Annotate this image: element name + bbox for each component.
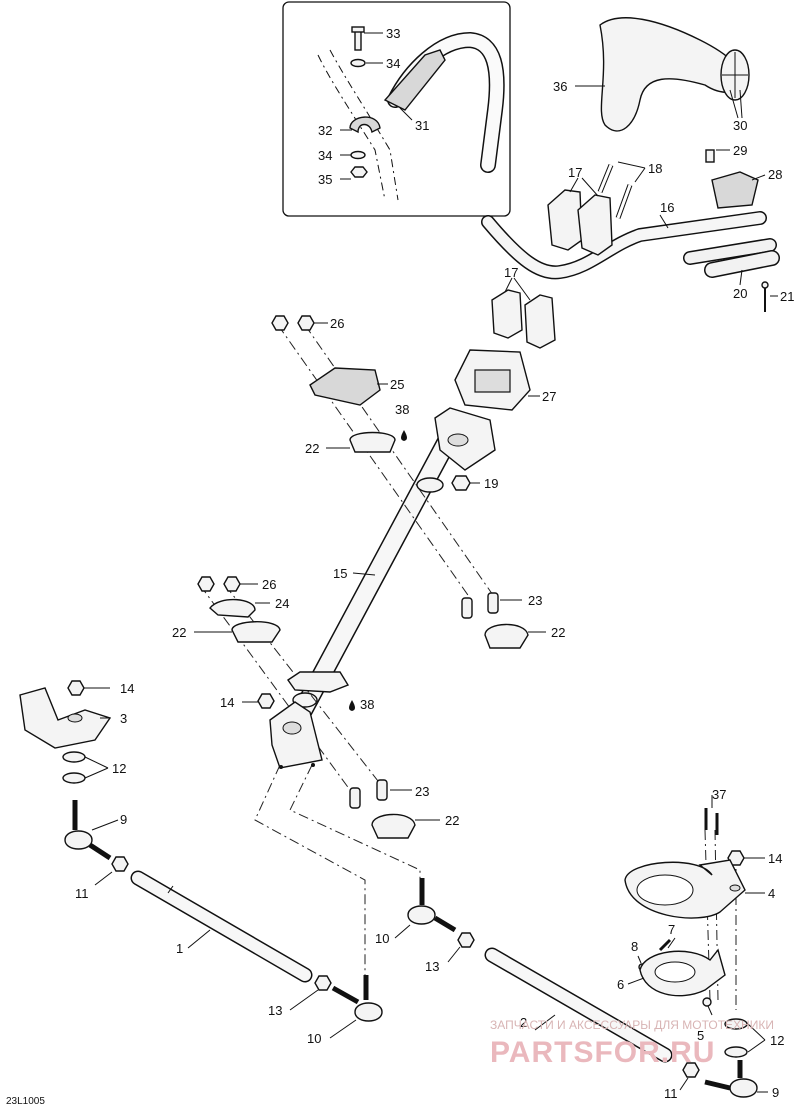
callout-22: 22 (305, 441, 319, 456)
handlebar (481, 211, 767, 280)
callout-22: 22 (445, 813, 459, 828)
callout-34: 34 (318, 148, 332, 163)
callout-27: 27 (542, 389, 556, 404)
figure-code: 23L1005 (6, 1096, 45, 1107)
callout-3: 3 (120, 711, 127, 726)
callout-18: 18 (648, 161, 662, 176)
callout-28: 28 (768, 167, 782, 182)
upper-mount-plate (434, 407, 496, 471)
callout-2: 2 (520, 1015, 527, 1030)
callout-17: 17 (504, 265, 518, 280)
callout-6: 6 (617, 977, 624, 992)
nut-19 (451, 475, 480, 491)
right-brackets (624, 795, 768, 1098)
callout-5: 5 (697, 1028, 704, 1043)
callout-23: 23 (528, 593, 542, 608)
grips (683, 238, 780, 312)
callout-11: 11 (75, 886, 89, 901)
clamp-22-upper (326, 431, 396, 453)
callout-31: 31 (415, 118, 429, 133)
callout-16: 16 (660, 200, 674, 215)
tie-rod-1 (130, 870, 313, 983)
lower-left-hardware (194, 576, 281, 643)
watermark-tagline: ЗАПЧАСТИ И АКСЕССУАРЫ ДЛЯ МОТОТЕХНИКИ (490, 1018, 774, 1032)
callout-33: 33 (386, 26, 400, 41)
tie-rod-end-left (64, 800, 129, 886)
hand-guard (575, 17, 750, 132)
lower-mount-plate (242, 671, 350, 769)
callout-25: 25 (390, 377, 404, 392)
watermark: ЗАПЧАСТИ И АКСЕССУАРЫ ДЛЯ МОТОТЕХНИКИ PA… (490, 1018, 774, 1069)
callout-13: 13 (425, 959, 439, 974)
callout-9: 9 (120, 812, 127, 827)
callout-10: 10 (307, 1031, 321, 1046)
bushings-23-upper (461, 592, 522, 619)
callout-15: 15 (333, 566, 347, 581)
callout-29: 29 (733, 143, 747, 158)
upper-clamps (547, 177, 613, 256)
callout-10: 10 (375, 931, 389, 946)
plate-25 (309, 367, 388, 406)
callout-34: 34 (386, 56, 400, 71)
callout-12: 12 (112, 761, 126, 776)
callout-labels: 33 34 32 34 35 31 36 30 29 28 17 18 16 1… (75, 26, 794, 1101)
callout-7: 7 (668, 922, 675, 937)
tie-rod-end-10-right (394, 878, 475, 963)
callout-4: 4 (768, 886, 775, 901)
callout-17: 17 (568, 165, 582, 180)
callout-36: 36 (553, 79, 567, 94)
callout-26: 26 (262, 577, 276, 592)
callout-8: 8 (631, 939, 638, 954)
callout-20: 20 (733, 286, 747, 301)
left-bracket (19, 680, 112, 784)
callout-22: 22 (551, 625, 565, 640)
callout-14: 14 (220, 695, 234, 710)
lubricant-icon (349, 430, 407, 711)
inset-detail-box (282, 1, 511, 217)
steering-column (292, 422, 462, 722)
switch-28 (705, 149, 766, 209)
callout-14: 14 (768, 851, 782, 866)
lower-bushings-clamp (349, 779, 440, 839)
callout-23: 23 (415, 784, 429, 799)
tie-rod-end-10-left (289, 975, 383, 1039)
nuts-26-upper (271, 315, 328, 331)
bolts-18 (597, 161, 646, 219)
callout-38: 38 (360, 697, 374, 712)
tie-rod-2 (484, 947, 673, 1063)
callout-32: 32 (318, 123, 332, 138)
clamp-22-right-upper (484, 623, 546, 649)
callout-19: 19 (484, 476, 498, 491)
callout-38: 38 (395, 402, 409, 417)
callout-14: 14 (120, 681, 134, 696)
bracket-27 (454, 349, 540, 411)
callout-13: 13 (268, 1003, 282, 1018)
callout-35: 35 (318, 172, 332, 187)
watermark-logo: PARTSFOR.RU (490, 1036, 715, 1069)
callout-37: 37 (712, 787, 726, 802)
middle-clamps (491, 277, 556, 349)
callout-30: 30 (733, 118, 747, 133)
callout-21: 21 (780, 289, 794, 304)
callout-26: 26 (330, 316, 344, 331)
callout-24: 24 (275, 596, 289, 611)
callout-11: 11 (664, 1086, 678, 1101)
callout-22: 22 (172, 625, 186, 640)
callout-9: 9 (772, 1085, 779, 1100)
callout-12: 12 (770, 1033, 784, 1048)
callout-1: 1 (176, 941, 183, 956)
